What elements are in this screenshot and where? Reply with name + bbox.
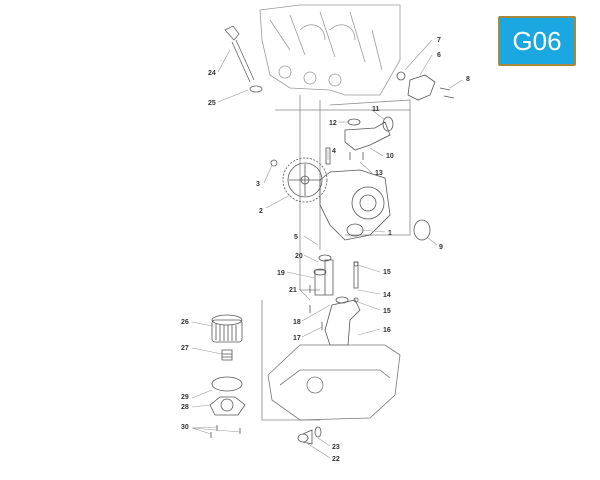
callout-15-bottom: 15	[383, 308, 391, 315]
callout-24: 24	[208, 70, 216, 77]
callout-29: 29	[181, 394, 189, 401]
callout-15-top: 15	[383, 269, 391, 276]
oil-filter-illustration	[209, 314, 246, 438]
callout-27: 27	[181, 345, 189, 352]
callout-3: 3	[256, 181, 260, 188]
sprocket-illustration	[270, 157, 328, 203]
callout-4: 4	[332, 148, 336, 155]
callout-9: 9	[439, 244, 443, 251]
drain-plug-illustration	[297, 426, 322, 445]
callout-26: 26	[181, 319, 189, 326]
callout-23: 23	[332, 444, 340, 451]
callout-1: 1	[388, 230, 392, 237]
callout-6: 6	[437, 52, 441, 59]
callout-7: 7	[437, 37, 441, 44]
callout-19: 19	[277, 270, 285, 277]
dipstick-illustration	[224, 25, 263, 93]
callout-28: 28	[181, 404, 189, 411]
oil-pump-illustration	[319, 147, 391, 241]
section-code-badge: G06	[498, 16, 576, 66]
callout-16: 16	[383, 327, 391, 334]
callout-18: 18	[293, 319, 301, 326]
callout-21: 21	[289, 287, 297, 294]
callout-20: 20	[295, 253, 303, 260]
callout-10: 10	[386, 153, 394, 160]
callout-13: 13	[375, 170, 383, 177]
o-ring-9-illustration	[413, 219, 431, 241]
callout-8: 8	[466, 76, 470, 83]
callout-2: 2	[259, 208, 263, 215]
callout-30: 30	[181, 424, 189, 431]
coolant-outlet-illustration	[396, 71, 455, 101]
callout-12: 12	[329, 120, 337, 127]
crankcase-illustration	[259, 4, 401, 96]
callout-14: 14	[383, 292, 391, 299]
callout-25: 25	[208, 100, 216, 107]
oil-pickup-illustration	[309, 254, 361, 346]
callout-17: 17	[293, 335, 301, 342]
callout-11: 11	[372, 106, 380, 113]
callout-22: 22	[332, 456, 340, 463]
oil-pan-illustration	[267, 344, 401, 421]
callout-5: 5	[294, 234, 298, 241]
